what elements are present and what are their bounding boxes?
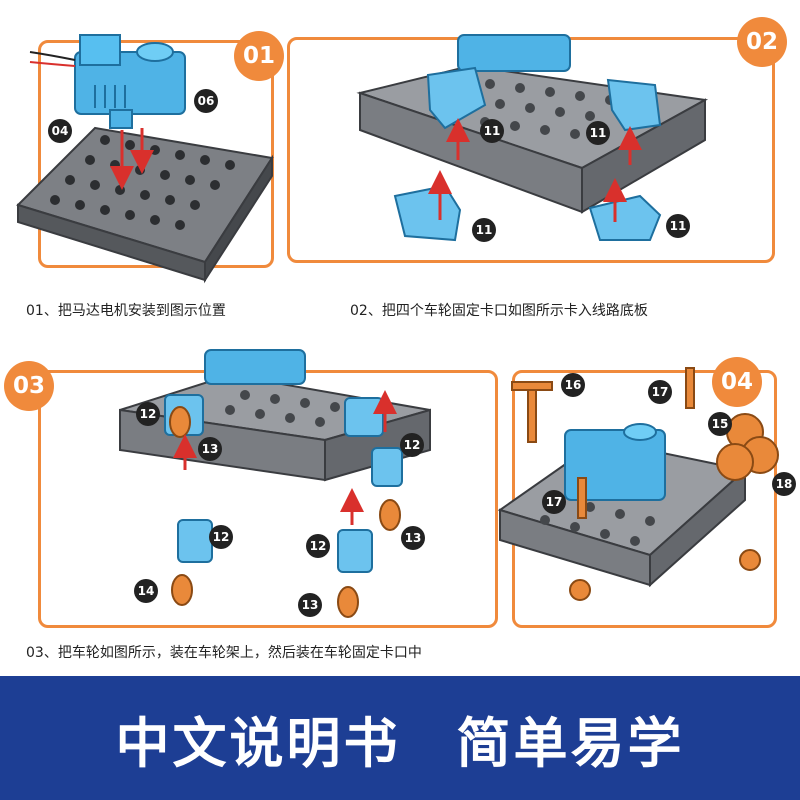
wheel-clip <box>588 194 662 241</box>
svg-text:12: 12 <box>140 407 157 421</box>
footer-banner: 中文说明书 简单易学 <box>0 676 800 800</box>
part-label-12: 12 <box>209 525 233 549</box>
assembly-illustrations: 04 06 11 11 11 11 12 13 12 12 13 12 14 1… <box>16 34 796 618</box>
svg-text:12: 12 <box>310 539 327 553</box>
part-label-06: 06 <box>194 89 218 113</box>
wheel <box>739 549 761 571</box>
step-03-illustration <box>119 349 431 618</box>
svg-text:15: 15 <box>712 417 729 431</box>
wheel <box>171 574 193 606</box>
part-label-13: 13 <box>298 593 322 617</box>
step-04-illustration <box>497 367 779 601</box>
banner-title-right: 简单易学 <box>456 711 685 775</box>
svg-text:17: 17 <box>652 385 669 399</box>
step-01-illustration <box>16 34 274 284</box>
svg-text:13: 13 <box>405 531 422 545</box>
part-label-17: 17 <box>648 380 672 404</box>
banner-title-left: 中文说明书 <box>115 711 401 775</box>
motor <box>29 34 186 129</box>
part-label-12: 12 <box>306 534 330 558</box>
part-label-17: 17 <box>542 490 566 514</box>
step-number-04: 04 <box>712 357 762 407</box>
wheel <box>169 406 191 438</box>
part-label-13: 13 <box>401 526 425 550</box>
svg-text:12: 12 <box>404 438 421 452</box>
wheel-clip <box>426 66 487 130</box>
wheel-clip <box>393 184 462 242</box>
part-label-13: 13 <box>198 437 222 461</box>
part-label-11: 11 <box>472 218 496 242</box>
step-number-03: 03 <box>4 361 54 411</box>
part-label-16: 16 <box>561 373 585 397</box>
motor <box>564 423 666 501</box>
part-label-12: 12 <box>400 433 424 457</box>
part-label-11: 11 <box>666 214 690 238</box>
step-03-caption: 03、把车轮如图所示，装在车轮架上，然后装在车轮固定卡口中 <box>26 645 422 661</box>
part-label-15: 15 <box>708 412 732 436</box>
svg-text:11: 11 <box>590 126 607 140</box>
svg-text:12: 12 <box>213 530 230 544</box>
svg-text:11: 11 <box>670 219 687 233</box>
svg-text:11: 11 <box>484 124 501 138</box>
part-label-04: 04 <box>48 119 72 143</box>
step-01-caption: 01、把马达电机安装到图示位置 <box>26 303 226 319</box>
step-number-01: 01 <box>234 31 284 81</box>
svg-text:18: 18 <box>776 477 793 491</box>
svg-text:13: 13 <box>202 442 219 456</box>
part-label-18: 18 <box>772 472 796 496</box>
part-label-14: 14 <box>134 579 158 603</box>
part-label-11: 11 <box>586 121 610 145</box>
part-label-12: 12 <box>136 402 160 426</box>
svg-text:11: 11 <box>476 223 493 237</box>
step-02-illustration <box>356 34 709 242</box>
wheel <box>716 443 754 481</box>
svg-text:16: 16 <box>565 378 582 392</box>
step-02-caption: 02、把四个车轮固定卡口如图所示卡入线路底板 <box>350 303 648 319</box>
svg-text:14: 14 <box>138 584 155 598</box>
svg-text:04: 04 <box>52 124 69 138</box>
wheel-clip <box>606 78 662 132</box>
svg-text:17: 17 <box>546 495 563 509</box>
wheel <box>379 499 401 531</box>
wheel <box>569 579 591 601</box>
wheel <box>337 586 359 618</box>
svg-text:06: 06 <box>198 94 215 108</box>
step-number-02: 02 <box>737 17 787 67</box>
svg-text:13: 13 <box>302 598 319 612</box>
part-label-11: 11 <box>480 119 504 143</box>
